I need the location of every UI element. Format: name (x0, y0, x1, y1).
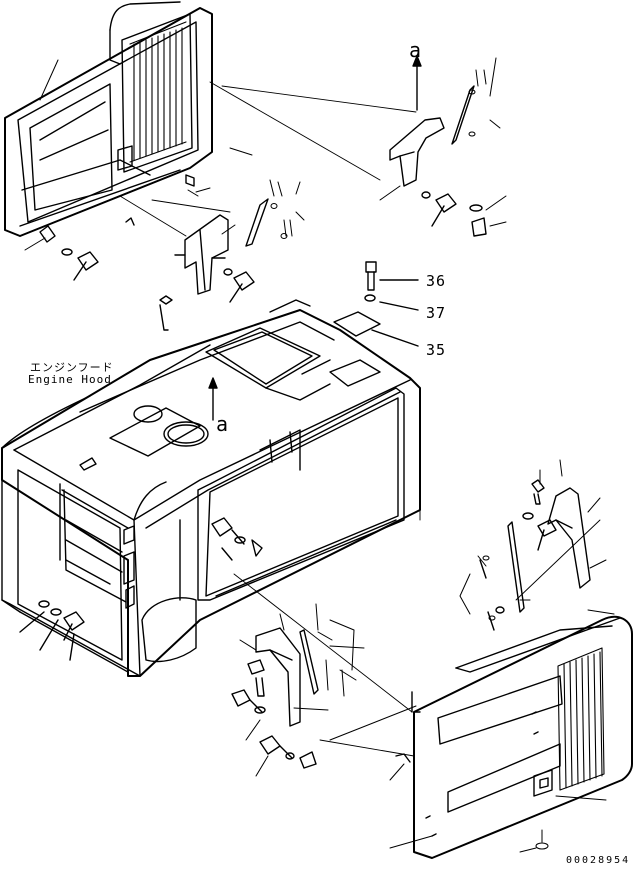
bolts-hood-left (20, 601, 84, 660)
side-hood-door (396, 617, 632, 858)
side-door-louver (558, 648, 604, 790)
leader-lines-bottom-center (240, 604, 364, 776)
reference-arrow-hood-head (209, 378, 217, 388)
leader-lines-bottom-right (330, 610, 614, 852)
bolts-hood-center (180, 518, 262, 600)
hinge-bracket-top-right (390, 86, 486, 236)
title-english: Engine Hood (28, 373, 112, 386)
plate-35 (334, 312, 418, 346)
drawing-number: 00028954 (566, 855, 631, 866)
title-japanese: エンジンフード (30, 361, 114, 374)
pins-top-middle (270, 180, 304, 239)
rear-door-louver (130, 22, 186, 162)
bolt-rear-door-left (62, 249, 98, 280)
connector-lines (120, 82, 600, 756)
reference-arrow-top-right (413, 56, 421, 110)
part-number-35: 35 (426, 341, 447, 359)
reference-mark-hood: a (216, 412, 229, 436)
washer-37 (365, 295, 418, 310)
hinge-bracket-bottom (232, 628, 318, 768)
engine-hood-body (2, 300, 420, 676)
hinge-bracket-middle (160, 199, 268, 330)
bolt-36 (366, 262, 418, 290)
hinge-bracket-right (480, 480, 590, 630)
rear-hood-door (5, 2, 212, 242)
leader-lines-right (460, 460, 606, 620)
leader-lines-top-right (380, 58, 506, 226)
part-number-37: 37 (426, 304, 447, 322)
reference-mark-top-right: a (409, 38, 422, 62)
part-number-36: 36 (426, 272, 447, 290)
